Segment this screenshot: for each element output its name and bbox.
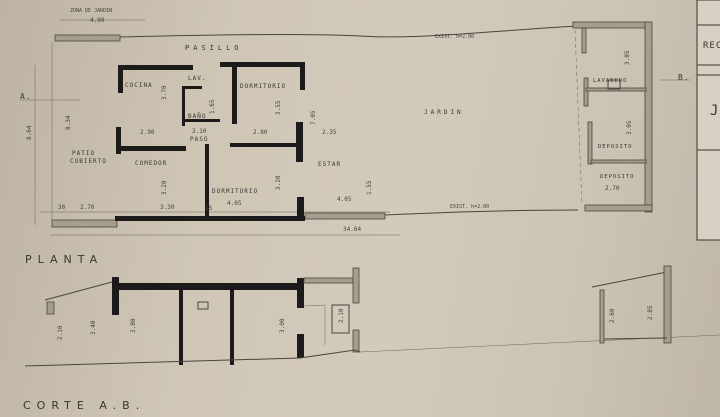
dim-inner-depth: 8.34	[65, 115, 72, 130]
section-height-1: 2.10	[57, 325, 64, 340]
room-label-dormitorio-2: DORMITORIO	[212, 188, 258, 195]
rear-section-height-2: 2.85	[647, 305, 654, 320]
plan-title: PLANTA	[25, 253, 103, 266]
dim-small-h: 1.55	[366, 180, 373, 195]
dim-lavadero-h: 3.05	[624, 50, 631, 65]
dim-dorm1-w: 2.80	[253, 129, 268, 136]
dim-estar-w: 2.35	[322, 129, 337, 136]
dim-wall-15: 15	[205, 205, 213, 212]
section-drawing: 2.10 3.40 3.00 3.00 2.10 2.60 2.85	[24, 265, 720, 367]
room-label-cocina: COCINA	[125, 82, 153, 89]
room-label-estar: ESTAR	[318, 161, 341, 168]
existing-wall-top-label: EXIST. h=2.00	[435, 34, 474, 40]
dim-wall-30: 30	[58, 204, 66, 211]
dim-deposito-h: 3.05	[626, 120, 633, 135]
room-label-lavadero: LAVADERO	[593, 78, 628, 84]
dim-comedor-h: 3.20	[161, 180, 168, 195]
dim-total-length: 34.64	[343, 226, 361, 233]
dim-patio-w: 2.70	[80, 204, 95, 211]
room-label-patio: PATIO	[72, 150, 95, 157]
section-height-3: 3.00	[130, 318, 137, 333]
room-label-comedor: COMEDOR	[135, 160, 167, 167]
axis-a-label: A.	[20, 92, 32, 101]
dim-total-depth: 8.64	[26, 125, 33, 140]
room-label-cubierto: CUBIERTO	[70, 158, 107, 165]
existing-wall-bottom-label: EXIST. h=2.00	[450, 204, 489, 210]
section-height-4: 3.00	[279, 318, 286, 333]
plan-boundary	[20, 19, 690, 236]
dim-paso-w: 2.10	[192, 128, 207, 135]
dim-zona-width: 4.00	[90, 17, 105, 24]
room-label-deposito-1: DEPOSITO	[598, 144, 633, 150]
dim-dorm2-w: 4.05	[227, 200, 242, 207]
dim-bano-h: 1.65	[209, 99, 216, 114]
dim-dorm1-h: 3.55	[275, 100, 282, 115]
plan-labels: PASILLO COCINA LAV. BAÑO DORMITORIO PASO…	[20, 8, 690, 233]
rear-section-height-1: 2.60	[609, 308, 616, 323]
dim-estar-h: 7.05	[310, 110, 317, 125]
room-label-dormitorio-1: DORMITORIO	[240, 83, 286, 90]
section-title: CORTE A.B.	[23, 399, 145, 412]
dim-dorm2-h: 3.20	[275, 175, 282, 190]
section-height-5: 2.10	[338, 308, 345, 323]
room-label-pasillo: PASILLO	[185, 44, 243, 52]
title-block-text-2: J	[710, 103, 719, 119]
dim-estar-w2: 4.05	[337, 196, 352, 203]
zona-jardin-label: ZONA DE JARDIN	[70, 8, 112, 14]
section-height-2: 3.40	[90, 320, 97, 335]
rear-outbuilding	[572, 21, 653, 213]
dim-cocina-h: 3.70	[161, 85, 168, 100]
dim-comedor-w: 3.30	[160, 204, 175, 211]
room-label-lav: LAV.	[188, 75, 206, 82]
dim-deposito2-w: 2.70	[605, 185, 620, 192]
room-label-paso: PASO	[190, 136, 208, 143]
room-label-bano: BAÑO	[188, 113, 206, 120]
dim-cocina-w: 2.90	[140, 129, 155, 136]
room-label-deposito-2: DEPOSITO	[600, 174, 635, 180]
title-block-text-1: REC	[703, 41, 720, 51]
house-walls	[115, 62, 305, 221]
title-block: REC J	[696, 0, 720, 241]
axis-b-label: B.	[678, 73, 690, 82]
room-label-jardin: JARDIN	[424, 109, 464, 116]
